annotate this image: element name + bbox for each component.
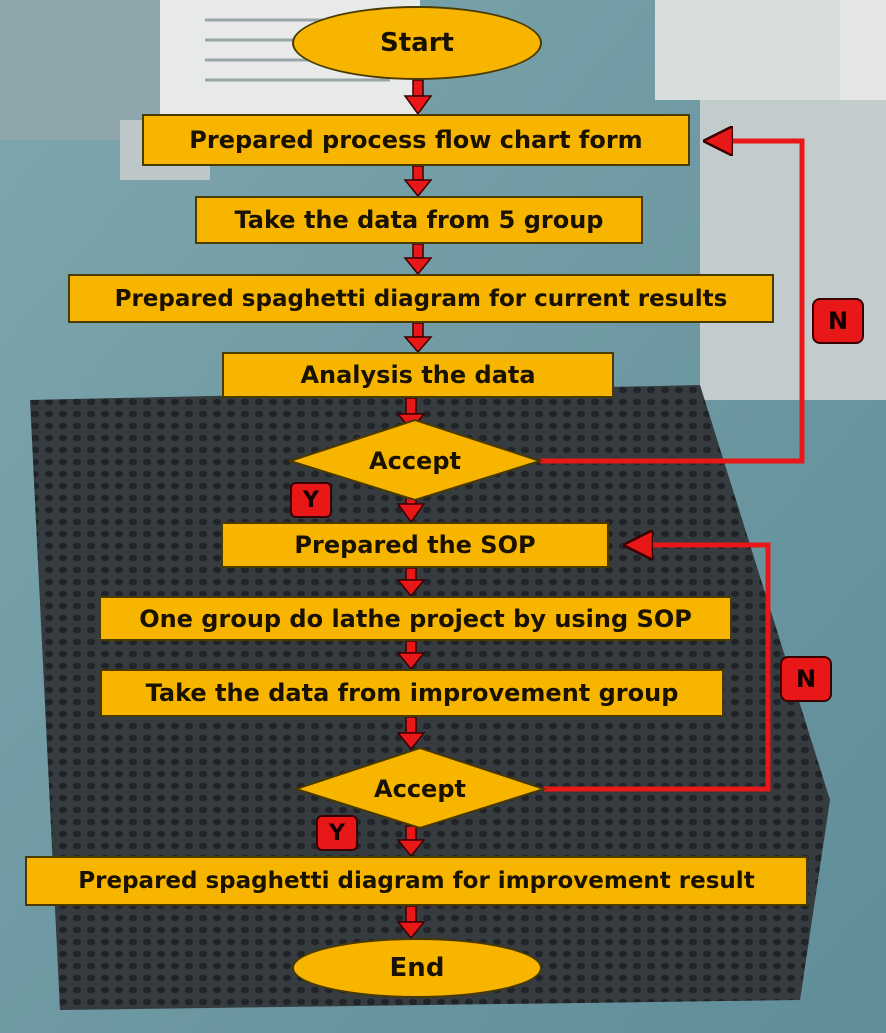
no-badge-1: N xyxy=(812,298,864,344)
arrow-down xyxy=(403,322,433,354)
process-step-spaghetti-current: Prepared spaghetti diagram for current r… xyxy=(68,274,774,323)
badge-label: Y xyxy=(329,820,345,846)
arrow-down xyxy=(396,825,426,858)
step-label: Prepared process flow chart form xyxy=(189,126,643,154)
arrow-down xyxy=(403,165,433,198)
yes-badge-1: Y xyxy=(290,482,332,518)
step-label: Prepared the SOP xyxy=(294,531,536,559)
end-terminal: End xyxy=(292,938,542,998)
process-step-prepare-sop: Prepared the SOP xyxy=(221,522,609,568)
decision-diamond-2-shape xyxy=(292,746,548,830)
badge-label: N xyxy=(795,665,817,693)
arrow-down xyxy=(403,79,433,116)
process-step-spaghetti-improvement: Prepared spaghetti diagram for improveme… xyxy=(25,856,808,906)
process-step-take-data: Take the data from 5 group xyxy=(195,196,643,244)
decision-diamond-1-shape xyxy=(286,418,544,502)
feedback-loop-2 xyxy=(544,545,771,792)
arrow-down xyxy=(396,716,426,751)
step-label: One group do lathe project by using SOP xyxy=(139,604,692,633)
step-label: Analysis the data xyxy=(300,361,536,389)
end-label: End xyxy=(389,953,445,983)
step-label: Prepared spaghetti diagram for improveme… xyxy=(78,868,755,894)
step-label: Take the data from improvement group xyxy=(145,679,679,707)
yes-badge-2: Y xyxy=(316,815,358,851)
process-step-improvement-data: Take the data from improvement group xyxy=(100,669,724,717)
feedback-loop-1 xyxy=(540,141,805,464)
step-label: Prepared spaghetti diagram for current r… xyxy=(114,285,728,312)
process-step-analysis: Analysis the data xyxy=(222,352,614,398)
step-label: Take the data from 5 group xyxy=(234,206,604,234)
badge-label: Y xyxy=(303,487,319,513)
process-step-lathe-project: One group do lathe project by using SOP xyxy=(99,596,732,641)
arrow-down xyxy=(396,495,426,524)
arrow-down xyxy=(396,567,426,598)
process-step-prepare-flow-chart: Prepared process flow chart form xyxy=(142,114,690,166)
arrow-down xyxy=(396,905,426,940)
arrow-down xyxy=(403,243,433,276)
start-label: Start xyxy=(380,28,454,58)
arrow-down xyxy=(396,640,426,671)
start-terminal: Start xyxy=(292,6,542,80)
no-badge-2: N xyxy=(780,656,832,702)
badge-label: N xyxy=(827,307,849,335)
